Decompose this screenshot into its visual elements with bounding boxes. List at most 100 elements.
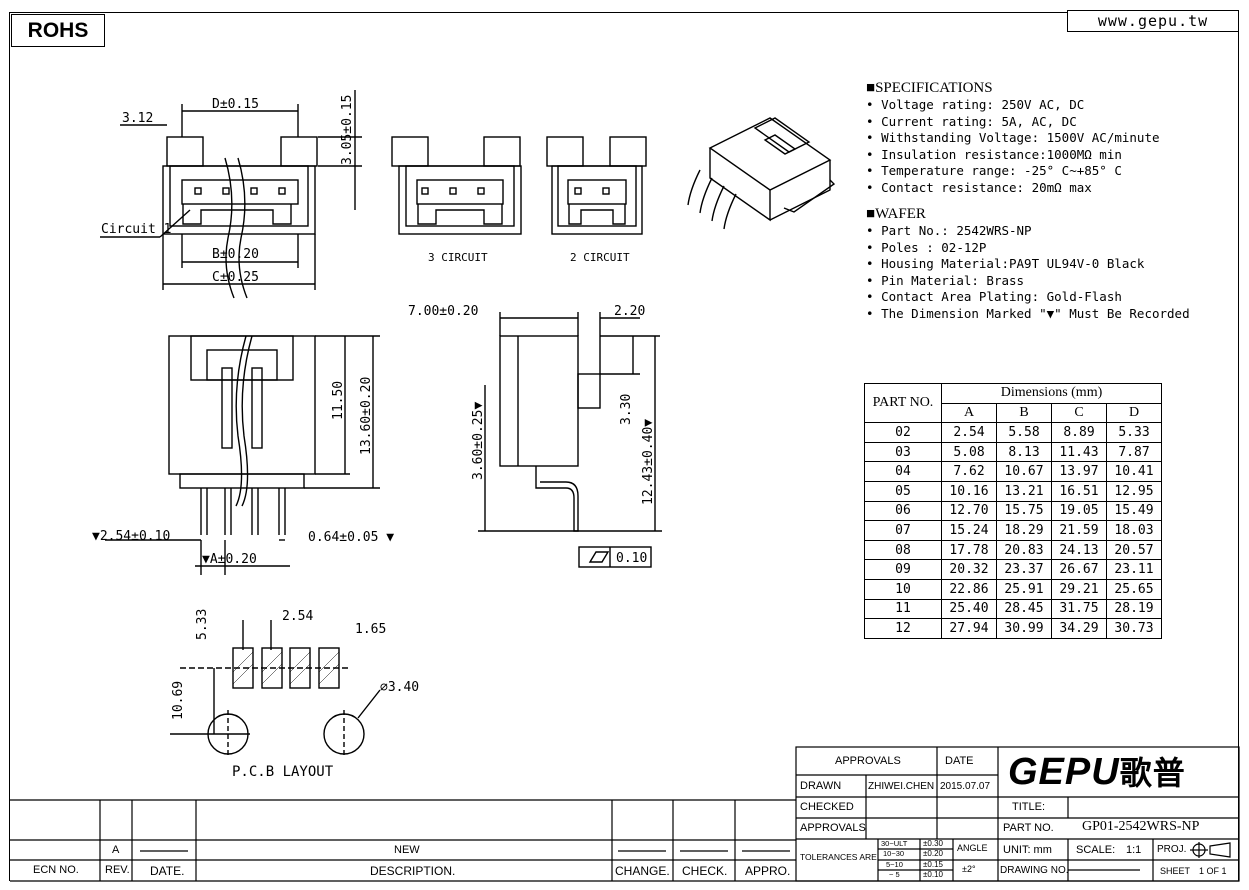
square-icon: ■ bbox=[866, 206, 876, 222]
approvals-label: APPROVALS bbox=[800, 822, 866, 834]
dim-064: 0.64±0.05 ▼ bbox=[308, 530, 394, 545]
rev-value: A bbox=[112, 844, 120, 856]
pcb-533: 5.33 bbox=[195, 609, 210, 640]
dimension-cell: 21.59 bbox=[1051, 520, 1107, 541]
dim-220: 2.20 bbox=[614, 304, 645, 319]
specifications-title: SPECIFICATIONS bbox=[875, 80, 993, 96]
pcb-254: 2.54 bbox=[282, 609, 313, 624]
b-dim-label: B±0.20 bbox=[212, 247, 259, 262]
dimension-cell: 29.21 bbox=[1051, 578, 1107, 600]
drawn-label: DRAWN bbox=[800, 780, 842, 792]
dimension-cell: 25.40 bbox=[941, 598, 997, 620]
dimension-cell: 17.78 bbox=[941, 539, 997, 561]
appro-header: APPRO. bbox=[745, 864, 791, 878]
dimension-cell: 24.13 bbox=[1051, 539, 1107, 561]
part-no-cell: 04 bbox=[864, 461, 942, 482]
col-header: C bbox=[1051, 402, 1107, 424]
dimension-cell: 10.16 bbox=[941, 480, 997, 502]
three-circuit-label: 3 CIRCUIT bbox=[428, 251, 488, 264]
change-header: CHANGE. bbox=[615, 864, 670, 878]
dimension-cell: 5.58 bbox=[996, 422, 1052, 443]
dimension-cell: 18.29 bbox=[996, 520, 1052, 541]
spec-item: • Withstanding Voltage: 1500V AC/minute bbox=[866, 130, 1160, 146]
pcb-1069: 10.69 bbox=[171, 681, 186, 720]
angle-value: ±2° bbox=[962, 864, 976, 874]
tolerances-label: TOLERANCES ARE bbox=[800, 852, 877, 862]
spec-item: • Insulation resistance:1000MΩ min bbox=[866, 146, 1122, 162]
dimension-cell: 7.62 bbox=[941, 461, 997, 482]
scale-value: 1:1 bbox=[1126, 844, 1142, 856]
d-dim-label: D±0.15 bbox=[212, 97, 259, 112]
part-no-cell: 08 bbox=[864, 539, 942, 561]
dimensions-header: Dimensions (mm) bbox=[941, 383, 1162, 404]
part-no-cell: 05 bbox=[864, 480, 942, 502]
description-value: NEW bbox=[394, 844, 420, 856]
dimension-cell: 8.89 bbox=[1051, 422, 1107, 443]
dimension-cell: 8.13 bbox=[996, 441, 1052, 463]
title-block-lines bbox=[10, 746, 1240, 882]
dimension-cell: 34.29 bbox=[1051, 618, 1107, 639]
wafer-item: • Housing Material:PA9T UL94V-0 Black bbox=[866, 256, 1145, 272]
col-header: B bbox=[996, 402, 1052, 424]
dimension-cell: 22.86 bbox=[941, 578, 997, 600]
part-no-cell: 06 bbox=[864, 500, 942, 522]
dimension-cell: 26.67 bbox=[1051, 559, 1107, 580]
pcb-340: ⌀3.40 bbox=[380, 680, 419, 695]
pcb-layout-label: P.C.B LAYOUT bbox=[232, 764, 334, 780]
dimension-cell: 7.87 bbox=[1106, 441, 1162, 463]
check-header: CHECK. bbox=[682, 864, 728, 878]
gepu-logo: GEPU歌普 bbox=[1008, 751, 1186, 793]
square-icon: ■ bbox=[866, 80, 876, 96]
date-col-header: DATE. bbox=[150, 864, 185, 878]
dimension-cell: 23.11 bbox=[1106, 559, 1162, 580]
a-dim-label: ▼A±0.20 bbox=[202, 552, 257, 567]
checked-label: CHECKED bbox=[800, 801, 854, 813]
spec-item: • Current rating: 5A, AC, DC bbox=[866, 113, 1077, 129]
unit-label: UNIT: mm bbox=[1003, 844, 1052, 856]
dimension-cell: 15.75 bbox=[996, 500, 1052, 522]
drawing-no-label: DRAWING NO. bbox=[1000, 865, 1069, 876]
wafer-title: WAFER bbox=[875, 206, 926, 222]
part-no-cell: 09 bbox=[864, 559, 942, 580]
dimension-cell: 28.19 bbox=[1106, 598, 1162, 620]
dimension-cell: 12.70 bbox=[941, 500, 997, 522]
dimension-cell: 30.99 bbox=[996, 618, 1052, 639]
tol-range: 30~ULT bbox=[881, 839, 908, 848]
wafer-specs: ■WAFER • Part No.: 2542WRS-NP • Poles : … bbox=[866, 206, 1190, 323]
circuit1-label: Circuit 1 bbox=[101, 222, 171, 237]
part-no-cell: 10 bbox=[864, 578, 942, 600]
dimension-cell: 12.95 bbox=[1106, 480, 1162, 502]
wafer-item: • Part No.: 2542WRS-NP bbox=[866, 223, 1032, 238]
sheet-value: 1 OF 1 bbox=[1199, 866, 1227, 876]
dimension-cell: 16.51 bbox=[1051, 480, 1107, 502]
rohs-badge: ROHS bbox=[11, 14, 105, 47]
dimension-cell: 27.94 bbox=[941, 618, 997, 639]
website-label: www.gepu.tw bbox=[1067, 10, 1239, 32]
dim-1243: 12.43±0.40▼ bbox=[641, 419, 656, 505]
dimension-cell: 11.43 bbox=[1051, 441, 1107, 463]
dimension-cell: 15.24 bbox=[941, 520, 997, 541]
dimension-cell: 18.03 bbox=[1106, 520, 1162, 541]
wafer-item: • Poles : 02-12P bbox=[866, 239, 987, 255]
tol-value: ±0.15 bbox=[923, 860, 943, 869]
part-no-label: PART NO. bbox=[1003, 822, 1054, 834]
part-no-cell: 11 bbox=[864, 598, 942, 620]
dim-360: 3.60±0.25▼ bbox=[471, 402, 486, 480]
specifications: ■SPECIFICATIONS • Voltage rating: 250V A… bbox=[866, 80, 1160, 197]
technical-drawing: D±0.15 3.12 3.05±0.15 Circuit 1 B±0.20 C… bbox=[92, 90, 836, 780]
flatness-value: 0.10 bbox=[616, 551, 647, 566]
part-no-cell: 07 bbox=[864, 520, 942, 541]
tol-range: ~ 5 bbox=[889, 870, 900, 879]
tol-range: 5~10 bbox=[886, 860, 903, 869]
dimension-cell: 13.97 bbox=[1051, 461, 1107, 482]
dimension-cell: 13.21 bbox=[996, 480, 1052, 502]
